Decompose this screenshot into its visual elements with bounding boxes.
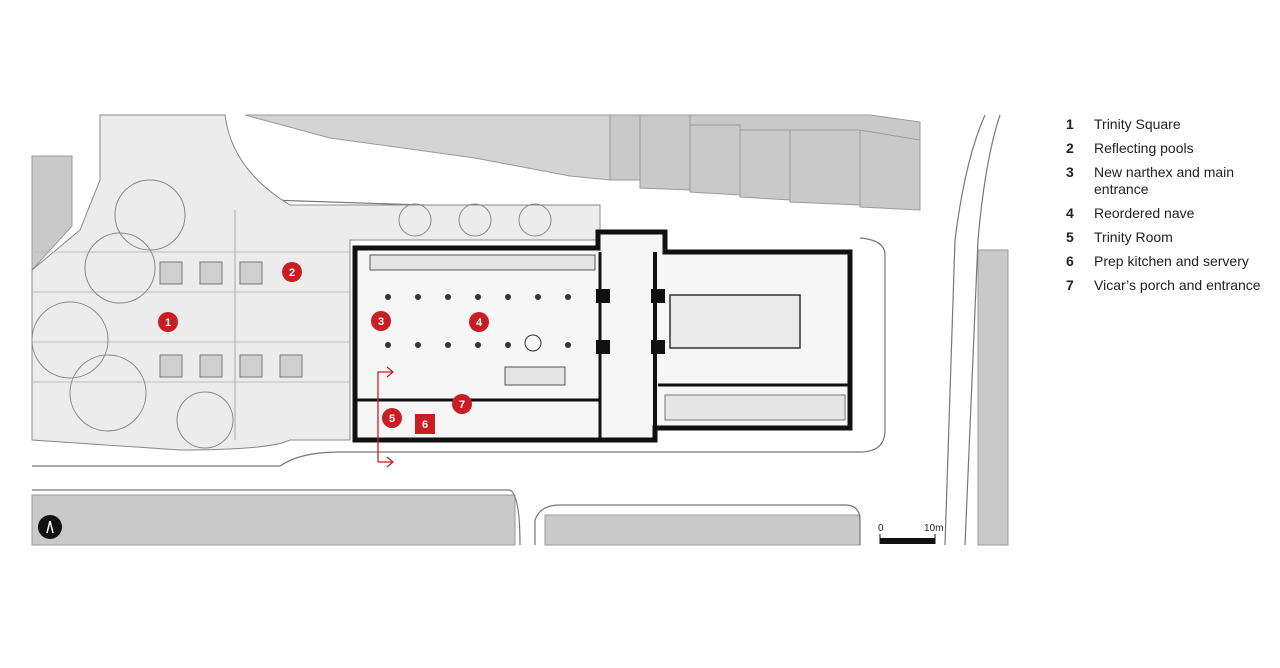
legend-label: Trinity Room [1094,229,1173,245]
legend-item: 5 Trinity Room [1066,229,1266,246]
legend-label: New narthex and main entrance [1094,164,1235,197]
legend-label: Vicar’s porch and entrance [1094,277,1261,293]
marker-1: 1 [158,312,178,332]
legend-label: Trinity Square [1094,116,1181,132]
legend-item: 1 Trinity Square [1066,116,1266,133]
legend-item: 2 Reflecting pools [1066,140,1266,157]
church-building [352,229,853,443]
legend-number: 3 [1066,164,1074,180]
legend-number: 7 [1066,277,1074,293]
svg-text:2: 2 [289,267,295,279]
scale-start: 0 [878,523,884,534]
square-paving [31,114,601,451]
north-arrow-icon [38,515,62,539]
legend-item: 3 New narthex and main entrance [1066,164,1266,198]
svg-text:6: 6 [422,419,428,431]
legend-item: 6 Prep kitchen and servery [1066,253,1266,270]
road-lines [32,114,1001,546]
legend-label: Reordered nave [1094,205,1195,221]
scale-end: 10m [924,523,943,534]
legend-number: 5 [1066,229,1074,245]
svg-text:4: 4 [476,317,483,329]
marker-7: 7 [452,394,472,414]
legend-number: 4 [1066,205,1074,221]
legend-item: 7 Vicar’s porch and entrance [1066,277,1266,294]
svg-text:7: 7 [459,399,465,411]
scale-bar: 0 10m [878,523,943,544]
marker-2: 2 [282,262,302,282]
entry-arrows [377,366,395,468]
svg-text:5: 5 [389,413,395,425]
legend: 1 Trinity Square 2 Reflecting pools 3 Ne… [1066,116,1266,301]
svg-text:3: 3 [378,316,384,328]
legend-item: 4 Reordered nave [1066,205,1266,222]
legend-label: Reflecting pools [1094,140,1194,156]
svg-text:1: 1 [165,317,171,329]
legend-label: Prep kitchen and servery [1094,253,1249,269]
marker-3: 3 [371,311,391,331]
surrounding-buildings [31,114,1009,546]
marker-5: 5 [382,408,402,428]
legend-number: 2 [1066,140,1074,156]
legend-number: 6 [1066,253,1074,269]
legend-number: 1 [1066,116,1074,132]
marker-6: 6 [415,414,435,434]
marker-4: 4 [469,312,489,332]
